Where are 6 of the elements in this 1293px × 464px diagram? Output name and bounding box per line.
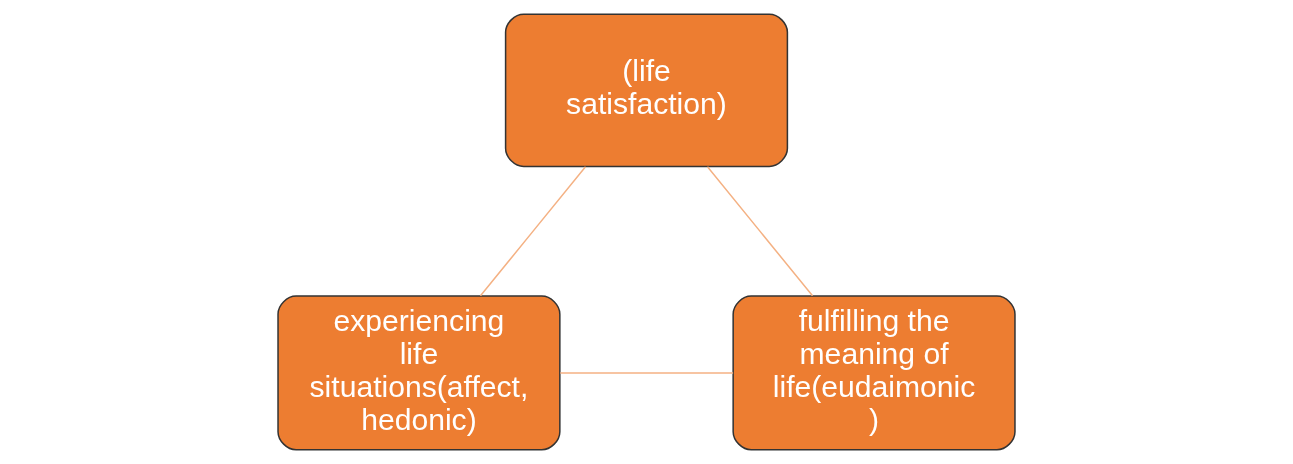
node-box: (life satisfaction) [504, 13, 789, 168]
node-box: experiencing life situations(affect, hedonic) [277, 295, 561, 451]
connector [479, 166, 587, 297]
connector [559, 372, 734, 374]
node-box: fulfilling the meaning of life(eudaimonic ) [732, 295, 1016, 451]
connector [706, 166, 814, 297]
